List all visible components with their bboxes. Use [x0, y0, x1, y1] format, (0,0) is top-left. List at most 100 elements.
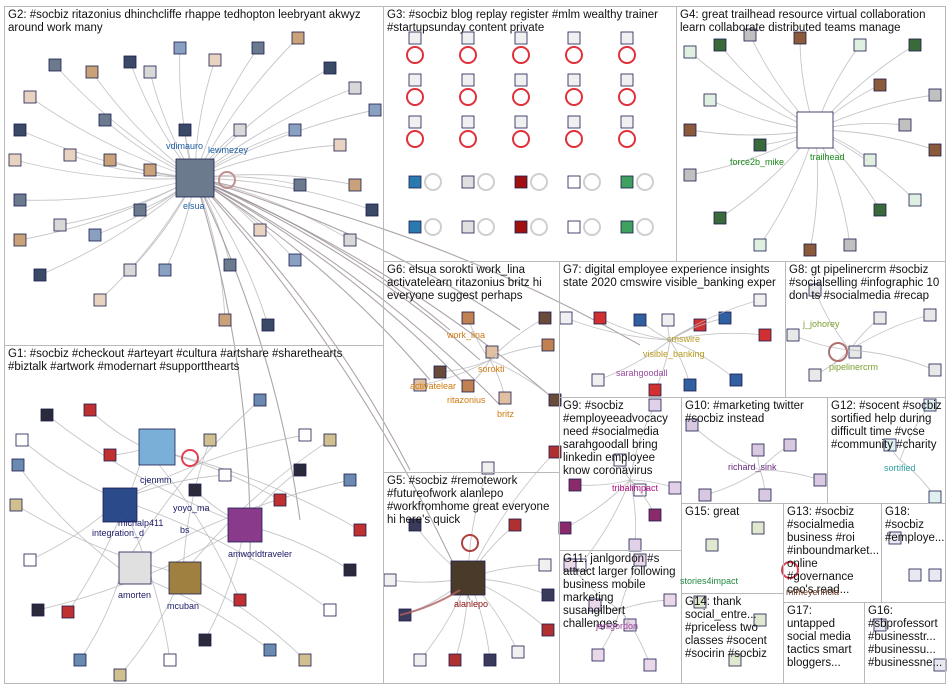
user-avatar[interactable] — [408, 518, 422, 532]
user-avatar[interactable] — [15, 433, 29, 447]
group-g6[interactable]: G6: elsua sorokti work_lina activatelear… — [383, 261, 560, 473]
user-avatar[interactable] — [368, 103, 382, 117]
user-avatar[interactable] — [348, 178, 362, 192]
user-avatar[interactable] — [883, 438, 897, 452]
user-avatar[interactable] — [753, 238, 767, 252]
user-avatar[interactable] — [11, 458, 25, 472]
elsua-avatar[interactable] — [175, 158, 215, 198]
user-avatar[interactable] — [218, 468, 232, 482]
user-avatar[interactable] — [63, 148, 77, 162]
group-g10[interactable]: G10: #marketing twitter #socbiz instead — [681, 397, 828, 504]
user-avatar[interactable] — [40, 408, 54, 422]
user-avatar[interactable] — [591, 373, 605, 387]
user-avatar[interactable] — [123, 55, 137, 69]
user-avatar[interactable] — [567, 73, 581, 87]
user-avatar[interactable] — [461, 115, 475, 129]
group-g17[interactable]: G17: untapped social media tactics smart… — [783, 602, 865, 684]
user-avatar[interactable] — [8, 153, 22, 167]
user-avatar[interactable] — [588, 598, 602, 612]
user-avatar[interactable] — [729, 373, 743, 387]
user-avatar[interactable] — [85, 65, 99, 79]
user-avatar[interactable] — [323, 433, 337, 447]
user-avatar[interactable] — [873, 203, 887, 217]
user-avatar[interactable] — [933, 658, 947, 672]
user-avatar[interactable] — [743, 28, 757, 42]
user-avatar[interactable] — [408, 73, 422, 87]
user-avatar[interactable] — [103, 448, 117, 462]
user-avatar[interactable] — [908, 38, 922, 52]
user-avatar[interactable] — [293, 178, 307, 192]
user-avatar[interactable] — [613, 453, 627, 467]
integration-avatar[interactable] — [102, 487, 138, 523]
user-avatar[interactable] — [620, 115, 634, 129]
user-avatar[interactable] — [873, 618, 887, 632]
user-avatar[interactable] — [461, 73, 475, 87]
user-avatar[interactable] — [853, 38, 867, 52]
group-g7[interactable]: G7: digital employee experience insights… — [559, 261, 786, 398]
user-avatar[interactable] — [808, 283, 822, 297]
user-avatar[interactable] — [123, 263, 137, 277]
user-avatar[interactable] — [633, 553, 647, 567]
user-avatar[interactable] — [461, 175, 475, 189]
user-avatar[interactable] — [783, 438, 797, 452]
user-avatar[interactable] — [843, 238, 857, 252]
user-avatar[interactable] — [413, 378, 427, 392]
group-g8[interactable]: G8: gt pipelinercrm #socbiz #socialselli… — [785, 261, 946, 398]
user-avatar[interactable] — [923, 398, 937, 412]
user-avatar[interactable] — [568, 478, 582, 492]
user-avatar[interactable] — [163, 653, 177, 667]
user-avatar[interactable] — [158, 263, 172, 277]
group-g18[interactable]: G18: #socbiz #employe... — [881, 503, 946, 603]
user-avatar[interactable] — [218, 313, 232, 327]
user-avatar[interactable] — [591, 648, 605, 662]
group-g3[interactable]: G3: #socbiz blog replay register #mlm we… — [383, 6, 677, 262]
group-g1[interactable]: G1: #socbiz #checkout #arteyart #cultura… — [4, 345, 384, 684]
user-avatar[interactable] — [928, 568, 942, 582]
user-avatar[interactable] — [848, 345, 862, 359]
user-avatar[interactable] — [623, 618, 637, 632]
user-avatar[interactable] — [9, 498, 23, 512]
user-avatar[interactable] — [261, 318, 275, 332]
user-avatar[interactable] — [753, 613, 767, 627]
amorten-avatar[interactable] — [118, 551, 152, 585]
user-avatar[interactable] — [541, 623, 555, 637]
user-avatar[interactable] — [728, 653, 742, 667]
user-avatar[interactable] — [353, 523, 367, 537]
user-avatar[interactable] — [173, 41, 187, 55]
user-avatar[interactable] — [288, 123, 302, 137]
user-avatar[interactable] — [683, 168, 697, 182]
user-avatar[interactable] — [408, 220, 422, 234]
user-avatar[interactable] — [343, 233, 357, 247]
user-avatar[interactable] — [559, 311, 573, 325]
user-avatar[interactable] — [88, 228, 102, 242]
trailhead-avatar[interactable] — [796, 111, 834, 149]
user-avatar[interactable] — [23, 90, 37, 104]
user-avatar[interactable] — [178, 123, 192, 137]
user-avatar[interactable] — [873, 78, 887, 92]
user-avatar[interactable] — [683, 45, 697, 59]
user-avatar[interactable] — [198, 633, 212, 647]
user-avatar[interactable] — [620, 220, 634, 234]
user-avatar[interactable] — [98, 113, 112, 127]
user-avatar[interactable] — [898, 118, 912, 132]
user-avatar[interactable] — [333, 138, 347, 152]
user-avatar[interactable] — [923, 308, 937, 322]
user-avatar[interactable] — [863, 153, 877, 167]
group-g14[interactable]: G14: thank social_entre... #priceless tw… — [681, 593, 784, 684]
group-g12[interactable]: G12: #socent #socbiz sortified help duri… — [827, 397, 946, 504]
user-avatar[interactable] — [693, 595, 707, 609]
user-avatar[interactable] — [323, 603, 337, 617]
user-avatar[interactable] — [133, 203, 147, 217]
user-avatar[interactable] — [23, 553, 37, 567]
user-avatar[interactable] — [263, 643, 277, 657]
user-avatar[interactable] — [103, 153, 117, 167]
user-avatar[interactable] — [498, 391, 512, 405]
user-avatar[interactable] — [698, 488, 712, 502]
user-avatar[interactable] — [61, 605, 75, 619]
user-avatar[interactable] — [73, 653, 87, 667]
user-avatar[interactable] — [483, 653, 497, 667]
user-avatar[interactable] — [83, 403, 97, 417]
user-avatar[interactable] — [514, 115, 528, 129]
user-avatar[interactable] — [253, 393, 267, 407]
user-avatar[interactable] — [620, 175, 634, 189]
